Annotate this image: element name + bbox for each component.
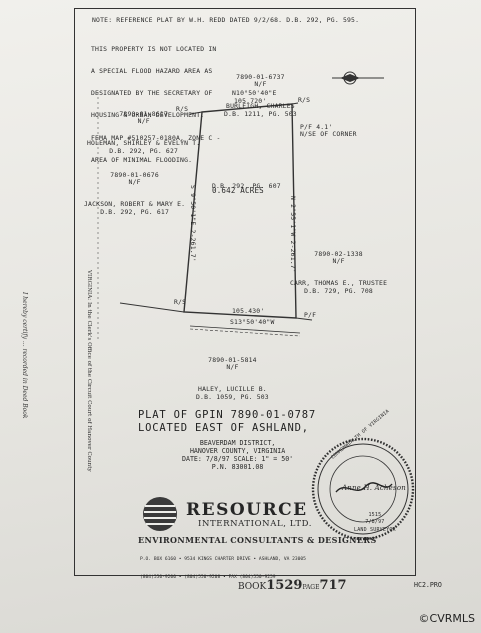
handwritten-note: I hereby certify ... recorded in Deed Bo… (21, 292, 28, 419)
pf-corner: P/F 4.1' (300, 123, 333, 131)
company-name: RESOURCE (186, 500, 308, 520)
bearing-top: N10°50'40"E (232, 89, 277, 97)
watermark: ©CVRMLS (418, 612, 475, 625)
bottom-boundary-right (295, 317, 313, 321)
road-edge-2 (189, 328, 301, 337)
distance-bottom: 105.430' (232, 307, 265, 315)
company-sub: INTERNATIONAL, LTD. (198, 519, 313, 529)
hc-code: HC2.PRO (414, 581, 442, 589)
subject-deed: D.B. 292, PG. 607 (212, 182, 281, 190)
side-left: S 9°50'1"E 2-261.7' (189, 185, 197, 262)
north-arrow-icon (332, 71, 384, 85)
seal-signature: Anne H. Acheson (342, 484, 406, 492)
road-edge-1 (189, 325, 301, 334)
bearing-bottom: S13°50'40"W (230, 318, 275, 326)
top-boundary-extension (189, 111, 203, 115)
flood-note: THIS PROPERTY IS NOT LOCATED IN A SPECIA… (91, 44, 221, 164)
company-address: P.O. BOX 6160 • 9534 KINGS CHARTER DRIVE… (140, 557, 306, 580)
rs-top-right: R/S (298, 96, 311, 104)
top-boundary-right (291, 102, 299, 105)
surveyor-seal (311, 437, 415, 541)
side-right: N 2°55'1"W 2-261.7' (289, 196, 297, 273)
company-tagline: ENVIRONMENTAL CONSULTANTS & DESIGNERS (138, 535, 377, 545)
distance-top: 105.720' (234, 97, 267, 105)
globe-logo-icon (143, 497, 177, 531)
subject-acreage: 0.642 ACRES (212, 185, 264, 195)
plat-border (74, 8, 416, 576)
clerk-note: VIRGINIA: In the Clerk's Office of the C… (86, 270, 92, 472)
reference-note: NOTE: REFERENCE PLAT BY W.H. REDD DATED … (92, 16, 360, 24)
district-block: BEAVERDAM DISTRICT, HANOVER COUNTY, VIRG… (182, 439, 294, 471)
pf-bottom: P/F (304, 311, 317, 319)
plat-title: PLAT OF GPIN 7890-01-0787 LOCATED EAST O… (138, 409, 317, 434)
corner-note: N/SE OF CORNER (300, 130, 357, 138)
rs-bottom: R/S (174, 298, 187, 306)
bottom-boundary-left (119, 302, 185, 313)
book-stamp: BOOK1529PAGE717 (238, 578, 347, 593)
rs-top-left: R/S (176, 105, 189, 113)
